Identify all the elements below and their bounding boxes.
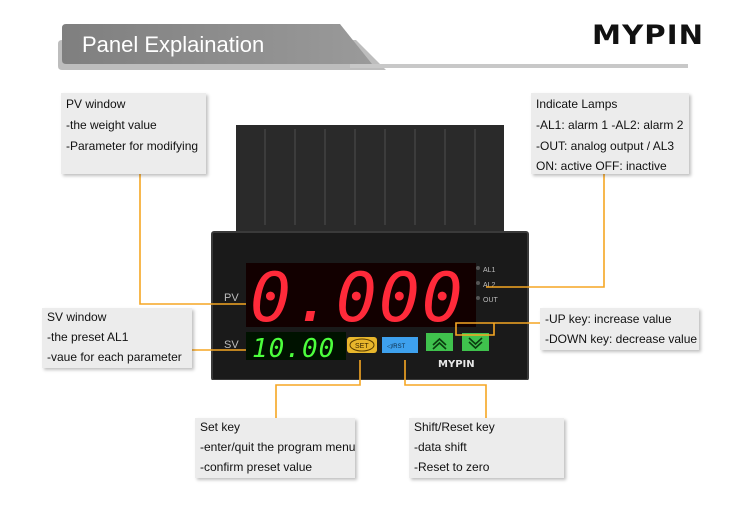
callout-set-line-2: -confirm preset value (200, 460, 313, 474)
callout-keys-line-1: -UP key: increase value (545, 312, 672, 326)
shift-reset-button-label: ◁/RST (387, 344, 406, 350)
callout-sv-window: SV window -the preset AL1 -vaue for each… (42, 308, 192, 368)
header-band (58, 24, 688, 70)
callout-pv-line-1: -the weight value (66, 118, 157, 132)
connector-lamps (486, 174, 605, 288)
callout-sv-line-1: -the preset AL1 (47, 330, 129, 344)
callout-sv-line-2: -vaue for each parameter (47, 350, 182, 364)
callout-shift-reset-key: Shift/Reset key -data shift -Reset to ze… (409, 418, 564, 478)
set-button-label: SET (355, 343, 369, 350)
callout-shift-line-2: -Reset to zero (414, 460, 490, 474)
callout-pv-title: PV window (66, 97, 126, 111)
pv-display: 0.000 (250, 259, 465, 338)
set-button[interactable]: SET (347, 337, 377, 353)
callout-set-key: Set key -enter/quit the program menu -co… (195, 418, 355, 478)
callout-lamps-line-1: -AL1: alarm 1 -AL2: alarm 2 (536, 118, 684, 132)
callout-lamps-line-3: ON: active OFF: inactive (536, 159, 667, 173)
connector-shift (404, 360, 487, 418)
lamp-out-label: OUT (483, 297, 499, 304)
page-title: Panel Explaination (82, 32, 265, 57)
lamp-al1-label: AL1 (483, 267, 496, 274)
lamp-out (476, 296, 480, 300)
shift-reset-button[interactable]: ◁/RST (382, 337, 418, 353)
down-button[interactable] (462, 333, 489, 351)
callout-set-title: Set key (200, 420, 241, 434)
pv-label: PV (224, 292, 239, 304)
down-chevron-icon (468, 337, 483, 350)
callout-shift-line-1: -data shift (414, 440, 467, 454)
housing-ribs (264, 129, 476, 225)
meter-brand: MYPIN (438, 359, 475, 370)
callout-sv-title: SV window (47, 310, 107, 324)
brand-logo: MYPIN (592, 20, 705, 51)
callout-up-down-keys: -UP key: increase value -DOWN key: decre… (540, 308, 699, 350)
sv-display: 10.00 (252, 334, 335, 364)
callout-set-line-1: -enter/quit the program menu (200, 440, 356, 454)
connector-pv (139, 174, 246, 305)
pv-window (246, 263, 476, 327)
up-button[interactable] (426, 333, 453, 351)
lamp-al1 (476, 266, 480, 270)
title-band (62, 24, 372, 64)
up-chevron-icon (432, 337, 447, 350)
callout-pv-line-2: -Parameter for modifying (66, 139, 199, 153)
meter-housing-top (236, 125, 504, 237)
lamp-al2-label: AL2 (483, 282, 496, 289)
callout-shift-title: Shift/Reset key (414, 420, 495, 434)
connector-set (275, 360, 361, 418)
lamp-al2 (476, 281, 480, 285)
callout-indicate-lamps: Indicate Lamps -AL1: alarm 1 -AL2: alarm… (531, 93, 689, 174)
meter-panel: PV SV 0.000 10.00 AL1 AL2 OUT SET ◁/RST … (211, 125, 529, 380)
callout-pv-window: PV window -the weight value -Parameter f… (61, 93, 206, 174)
callout-keys-line-2: -DOWN key: decrease value (545, 332, 698, 346)
sv-label: SV (224, 339, 239, 351)
callout-lamps-line-2: -OUT: analog output / AL3 (536, 139, 675, 153)
callout-lamps-title: Indicate Lamps (536, 97, 618, 111)
connector-keys (455, 322, 540, 336)
sv-window (246, 332, 346, 360)
